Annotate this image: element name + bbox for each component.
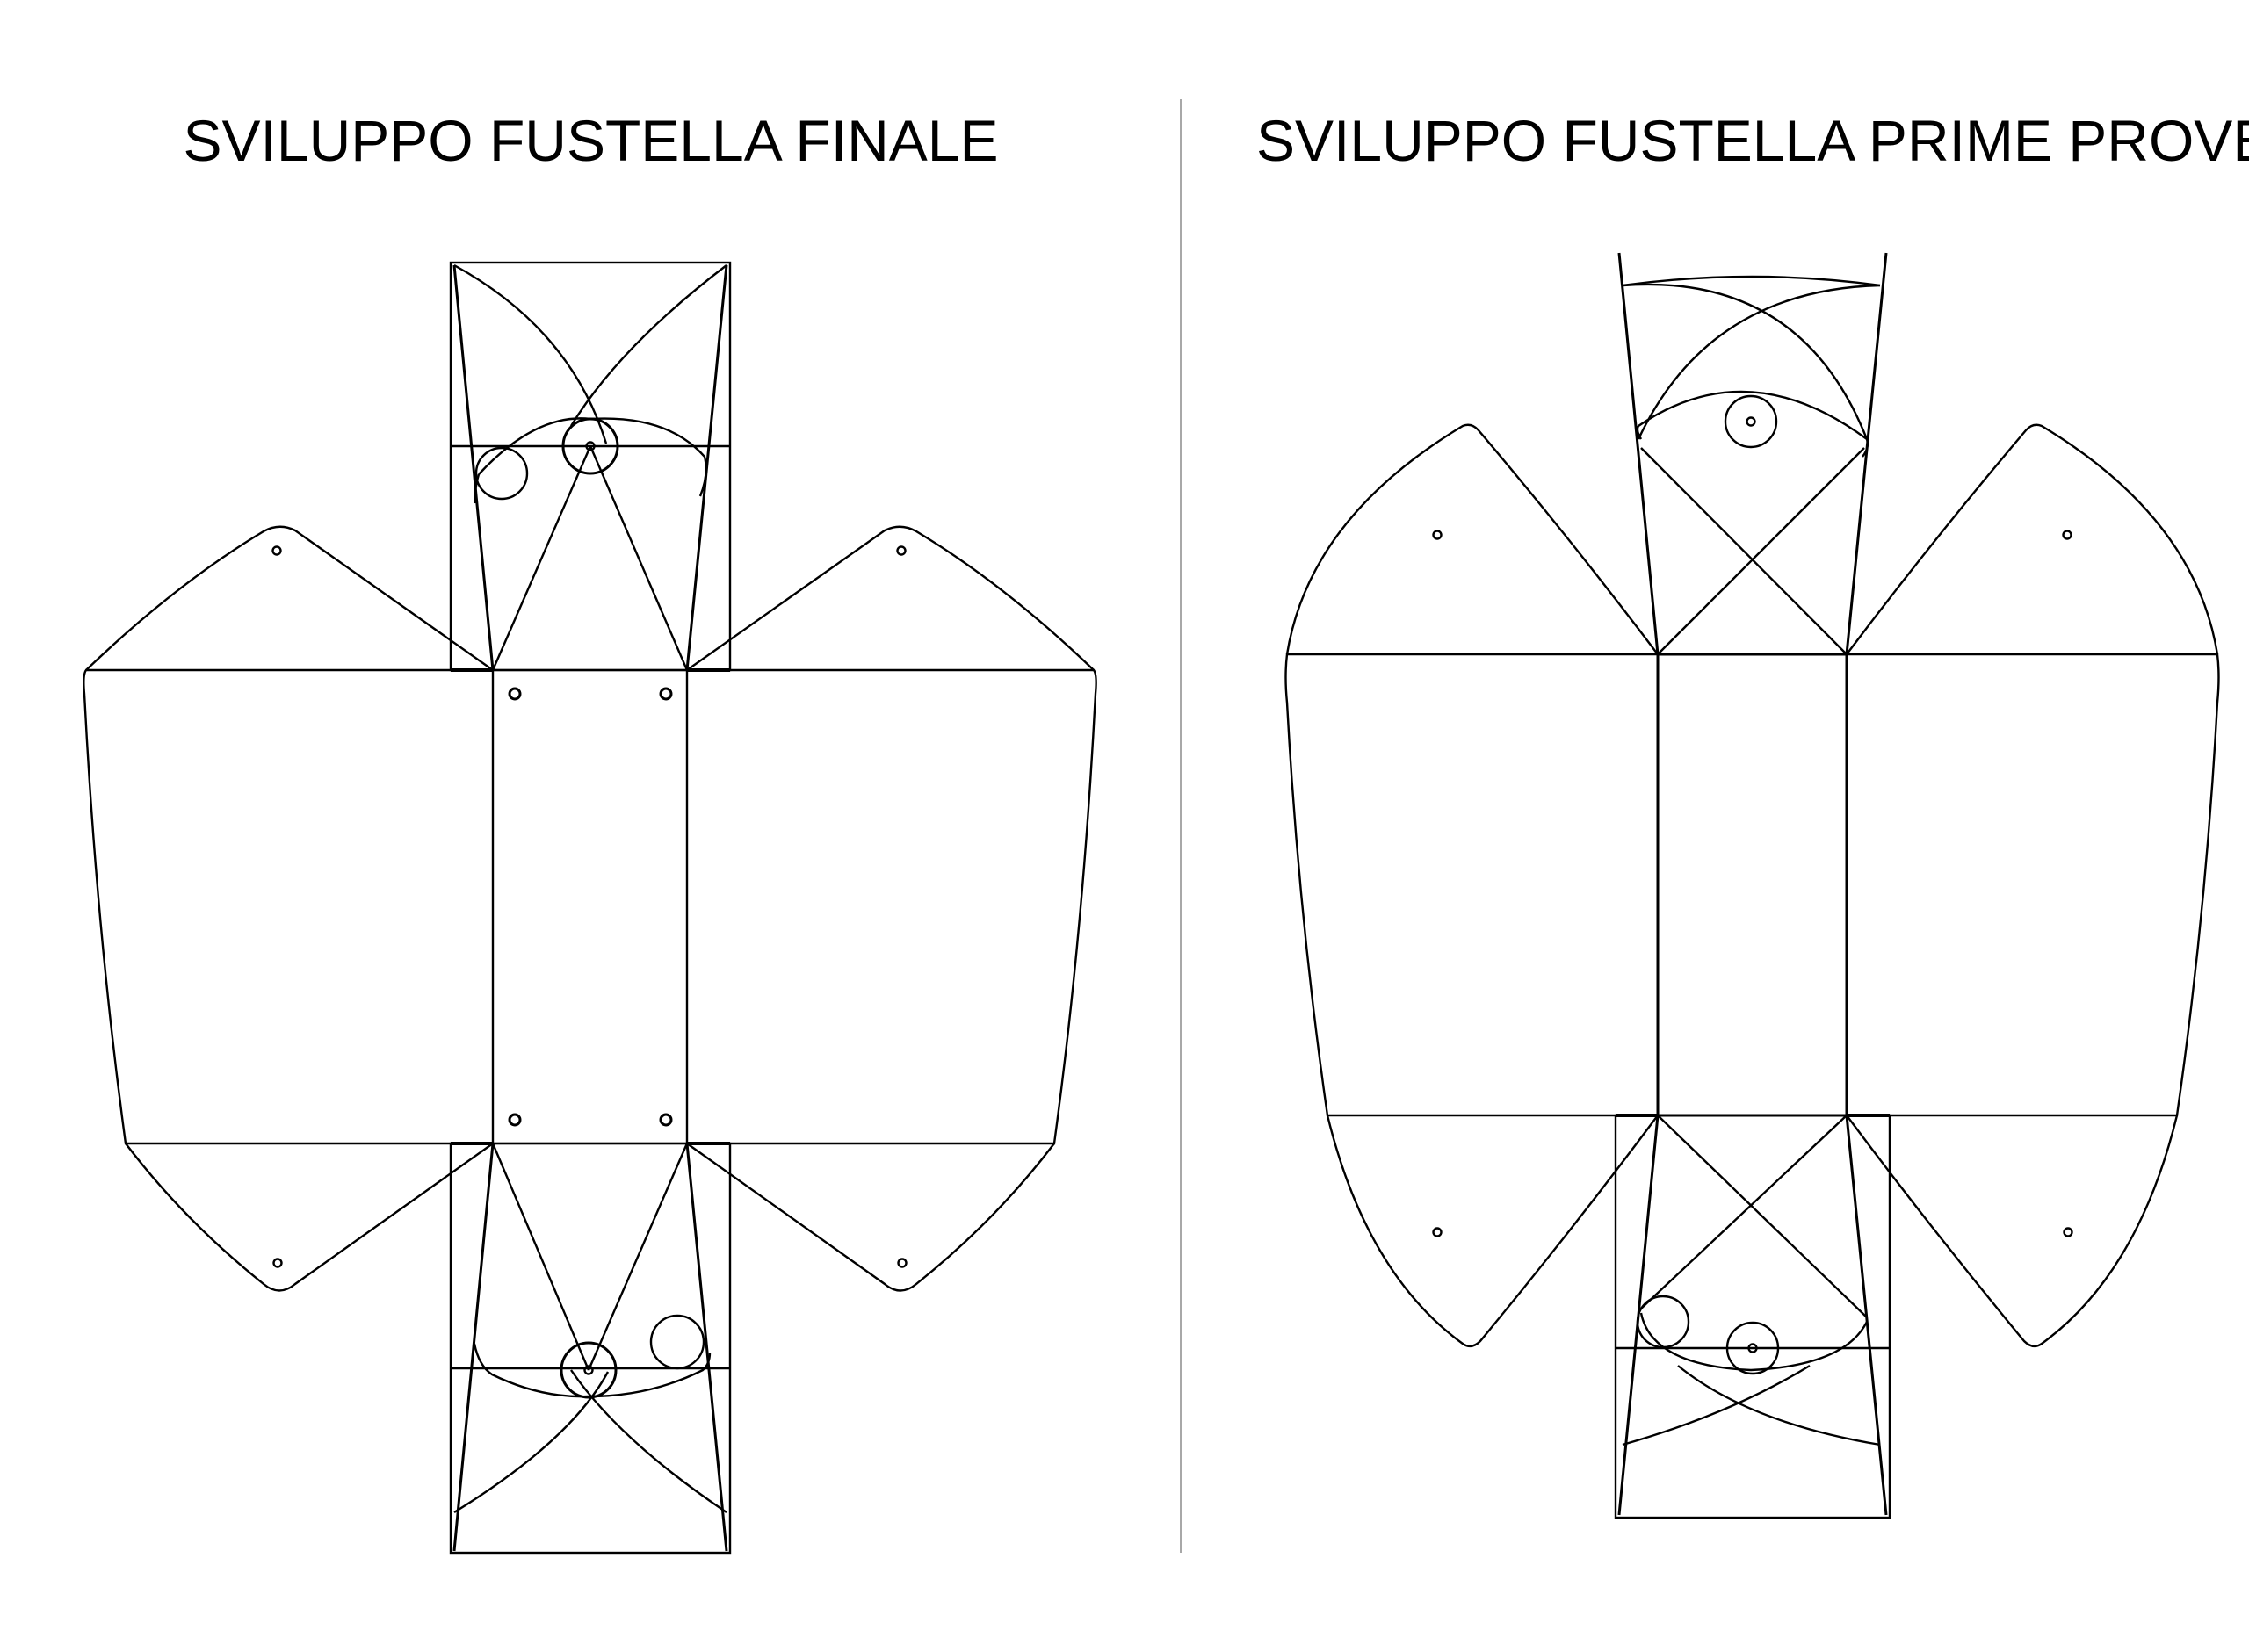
final-left-upper-hole <box>271 545 282 556</box>
final-right-lower-hole <box>897 1258 908 1268</box>
first-top-tab <box>1617 252 1888 655</box>
final-right-lower-flap <box>686 1143 1055 1292</box>
first-left-panel <box>1284 653 1658 1117</box>
final-bottom-tab <box>449 1142 732 1555</box>
final-left-lower-hole <box>272 1258 283 1268</box>
title-first-tests-die: SVILUPPO FUSTELLA PRIME PROVE <box>1256 108 2249 173</box>
first-right-panel <box>1847 653 2220 1117</box>
first-right-lower-flap <box>1846 1115 2179 1348</box>
center-divider <box>1180 99 1182 1553</box>
final-center-panel <box>491 668 689 1145</box>
first-right-upper-flap <box>1846 423 2219 655</box>
die-first-tests <box>1284 252 2220 1519</box>
final-left-lower-flap <box>125 1143 494 1292</box>
final-right-panel <box>687 668 1097 1145</box>
final-left-panel <box>83 668 493 1145</box>
die-final <box>83 261 1097 1555</box>
final-left-upper-flap <box>85 525 494 671</box>
first-center-panel <box>1656 653 1848 1117</box>
final-right-upper-hole <box>896 545 907 556</box>
final-hole-tr <box>659 687 673 701</box>
final-hole-tl <box>508 687 522 701</box>
first-left-upper-flap <box>1285 423 1659 655</box>
final-hole-br <box>659 1113 673 1127</box>
title-final-die: SVILUPPO FUSTELLA FINALE <box>183 108 999 173</box>
first-right-lower-hole <box>2063 1227 2073 1237</box>
first-left-lower-flap <box>1326 1115 1659 1348</box>
first-left-lower-hole <box>1432 1227 1443 1237</box>
final-right-upper-flap <box>686 525 1095 671</box>
first-bottom-tab <box>1614 1114 1891 1519</box>
first-right-upper-hole <box>2062 530 2072 540</box>
first-left-upper-hole <box>1432 530 1443 540</box>
final-hole-bl <box>508 1113 522 1127</box>
final-top-tab <box>449 261 732 672</box>
